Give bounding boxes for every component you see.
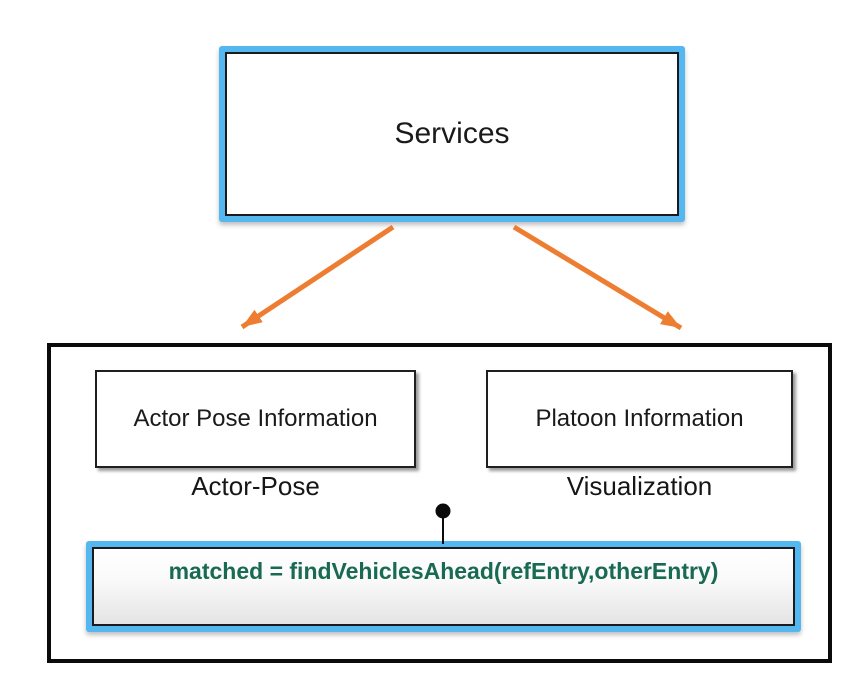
actor-pose-caption: Actor-Pose (191, 471, 320, 501)
services-block[interactable]: Services (219, 46, 685, 222)
actor-pose-information-block[interactable]: Actor Pose Information (95, 370, 416, 468)
code-label: matched = findVehiclesAhead(refEntry,oth… (168, 558, 719, 584)
code-block-face: matched = findVehiclesAhead(refEntry,oth… (92, 547, 795, 626)
services-label: Services (394, 117, 510, 150)
platoon-information-label: Platoon Information (535, 405, 744, 432)
visualization-caption: Visualization (566, 471, 713, 501)
platoon-information-block[interactable]: Platoon Information (486, 370, 793, 468)
arrow-to-actor-pose (240, 224, 395, 330)
arrow-to-visualization (512, 224, 683, 331)
services-block-face: Services (225, 52, 679, 216)
actor-pose-information-label: Actor Pose Information (133, 405, 378, 432)
code-block[interactable]: matched = findVehiclesAhead(refEntry,oth… (86, 541, 801, 632)
